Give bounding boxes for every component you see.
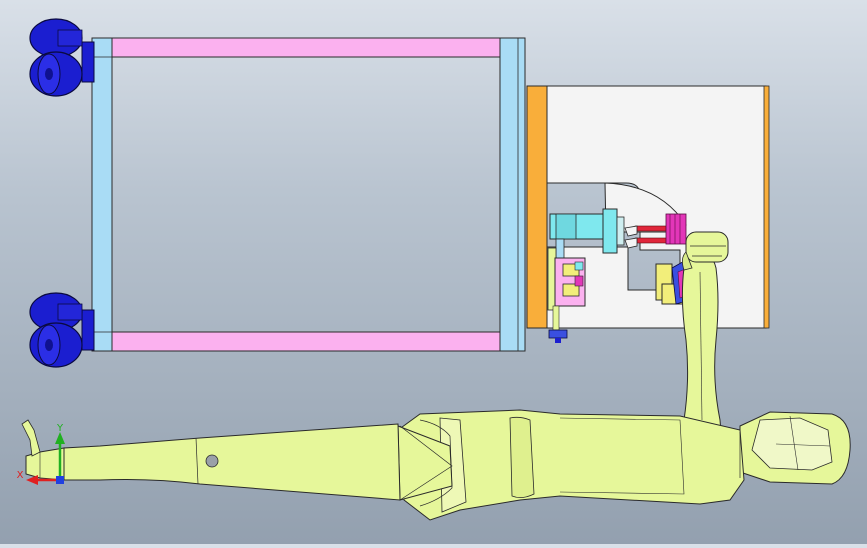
robot-wrist[interactable] bbox=[685, 231, 729, 263]
left-post[interactable] bbox=[91, 37, 113, 352]
cyan-flange[interactable] bbox=[602, 208, 618, 254]
axis-y-label: Y bbox=[56, 423, 64, 434]
caster-bottom[interactable] bbox=[29, 292, 95, 368]
axis-triad: Y X bbox=[17, 423, 65, 485]
lift-mechanism[interactable] bbox=[547, 238, 586, 343]
mount-plate[interactable] bbox=[526, 85, 548, 329]
robot-arm[interactable] bbox=[21, 231, 851, 521]
axis-x-label: X bbox=[17, 470, 24, 481]
right-post[interactable] bbox=[499, 37, 526, 352]
gripper-fingers[interactable] bbox=[624, 213, 687, 249]
bottom-rail[interactable] bbox=[109, 331, 501, 352]
robot-upper-arm[interactable] bbox=[397, 409, 745, 521]
caster-top[interactable] bbox=[29, 18, 95, 97]
boom-hole bbox=[205, 454, 219, 468]
cart-frame[interactable] bbox=[91, 37, 526, 352]
top-rail[interactable] bbox=[109, 37, 501, 58]
robot-boom[interactable] bbox=[63, 423, 401, 501]
panel-edge bbox=[763, 85, 770, 329]
robot-forearm[interactable] bbox=[679, 247, 725, 471]
